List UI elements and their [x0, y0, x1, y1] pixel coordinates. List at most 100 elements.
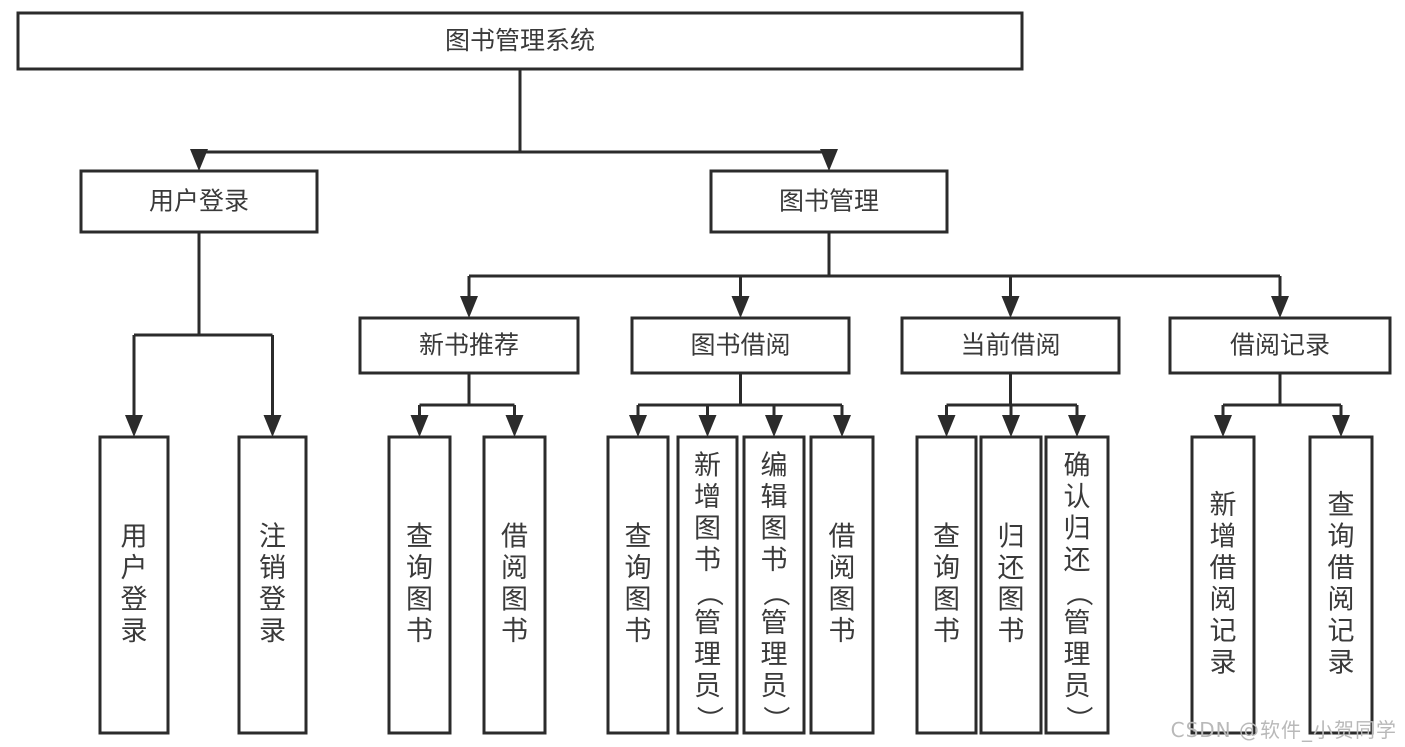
leaf-node-label-6-char: 管 — [761, 608, 788, 639]
arrow-head-icon — [1214, 415, 1232, 437]
leaf-node-9[interactable] — [979, 435, 1043, 735]
arrow-head-icon — [937, 415, 956, 437]
leaf-node-label-10-char: 确 — [1064, 451, 1091, 482]
level3-node-0[interactable] — [358, 316, 580, 375]
leaf-node-label-6-char: 图 — [761, 514, 788, 545]
leaf-node-0[interactable] — [98, 435, 170, 735]
leaf-node-label-10-char: 认 — [1064, 482, 1091, 513]
leaf-node-label-7-char: 书 — [829, 616, 856, 647]
leaf-node-label-7-char: 借 — [829, 521, 856, 552]
leaf-node-label-12-char: 阅 — [1328, 584, 1355, 615]
level2-node-0[interactable] — [79, 169, 319, 234]
leaf-node-label-0-char: 录 — [121, 616, 148, 647]
leaf-node-label-11-char: 记 — [1210, 616, 1237, 647]
arrow-head-icon — [125, 415, 143, 437]
leaf-node-label-3-char: 阅 — [501, 553, 528, 584]
leaf-node-label-12-char: 记 — [1328, 616, 1355, 647]
arrow-head-icon — [263, 415, 282, 437]
leaf-node-label-8-char: 图 — [933, 584, 960, 615]
leaf-node-label-8-char: 询 — [933, 553, 960, 584]
leaf-node-2[interactable] — [387, 435, 452, 735]
level2-node-1[interactable] — [709, 169, 949, 234]
leaf-node-11-box — [1190, 435, 1256, 735]
level3-node-1-box — [630, 316, 851, 375]
leaf-node-8[interactable] — [915, 435, 978, 735]
leaf-node-7-box — [809, 435, 875, 735]
level2-node-1-box — [709, 169, 949, 234]
arrow-head-icon — [505, 415, 524, 437]
leaf-node-label-10-char: 归 — [1064, 514, 1091, 545]
leaf-node-label-8-char: 书 — [933, 616, 960, 647]
leaf-node-label-6-char: 书 — [761, 545, 788, 576]
leaf-node-label-5-char: 理 — [694, 640, 721, 671]
leaf-node-label-12-char: 借 — [1328, 553, 1355, 584]
leaf-node-label-5-char: 新 — [694, 451, 721, 482]
leaf-node-label-3-char: 图 — [501, 584, 528, 615]
level3-node-2[interactable] — [900, 316, 1121, 375]
leaf-node-0-box — [98, 435, 170, 735]
arrow-head-icon — [1332, 415, 1350, 437]
level3-node-1[interactable] — [630, 316, 851, 375]
arrow-head-icon — [698, 415, 717, 437]
level3-node-label-2: 当前借阅 — [960, 331, 1060, 360]
leaf-node-label-9-char: 归 — [998, 521, 1025, 552]
leaf-node-label-4-char: 图 — [625, 584, 652, 615]
arrow-head-icon — [731, 296, 750, 318]
leaf-node-label-2-char: 图 — [406, 584, 433, 615]
leaf-node-label-10-char: ） — [1063, 706, 1094, 733]
arrow-head-icon — [1002, 415, 1020, 437]
leaf-node-3[interactable] — [482, 435, 547, 735]
leaf-node-label-0-char: 用 — [121, 521, 148, 552]
leaf-node-12-box — [1308, 435, 1374, 735]
leaf-node-label-11-char: 新 — [1210, 490, 1237, 521]
leaf-node-label-6-char: 辑 — [761, 482, 788, 513]
arrow-head-icon — [765, 415, 783, 437]
leaf-node-label-5-char: （ — [693, 580, 724, 607]
leaf-node-10[interactable] — [1044, 435, 1110, 735]
leaf-node-7[interactable] — [809, 435, 875, 735]
leaf-node-6[interactable] — [742, 435, 806, 735]
leaf-node-label-5-char: 书 — [694, 545, 721, 576]
leaf-node-3-box — [482, 435, 547, 735]
level2-node-label-0: 用户登录 — [149, 187, 249, 216]
leaf-node-label-5-char: 图 — [694, 514, 721, 545]
arrow-head-icon — [1271, 296, 1289, 318]
leaf-node-label-5-char: 管 — [694, 608, 721, 639]
leaf-node-label-10-char: 还 — [1064, 545, 1091, 576]
leaf-node-12[interactable] — [1308, 435, 1374, 735]
leaf-node-10-box — [1044, 435, 1110, 735]
leaf-node-label-0: 用户登录 — [121, 521, 148, 647]
leaf-node-label-1-char: 注 — [259, 521, 286, 552]
root-node — [16, 11, 1024, 71]
level3-node-label-0: 新书推荐 — [419, 331, 519, 360]
leaf-node-label-10-char: （ — [1063, 580, 1094, 607]
leaf-node-label-2-char: 书 — [406, 616, 433, 647]
leaf-node-label-12-char: 询 — [1328, 521, 1355, 552]
leaf-node-label-4-char: 查 — [625, 521, 652, 552]
leaf-node-label-0-char: 登 — [121, 584, 148, 615]
leaf-node-label-4-char: 书 — [625, 616, 652, 647]
arrow-head-icon — [410, 415, 429, 437]
level3-node-0-box — [358, 316, 580, 375]
leaf-node-5-box — [676, 435, 739, 735]
leaf-node-11[interactable] — [1190, 435, 1256, 735]
leaf-node-label-9-char: 书 — [998, 616, 1025, 647]
leaf-node-2-box — [387, 435, 452, 735]
leaf-node-5[interactable] — [676, 435, 739, 735]
leaf-node-4[interactable] — [606, 435, 670, 735]
arrow-head-icon — [820, 149, 838, 171]
leaf-node-label-8-char: 查 — [933, 521, 960, 552]
leaf-node-label-0-char: 户 — [121, 553, 148, 584]
level3-node-3[interactable] — [1168, 316, 1392, 375]
leaf-node-label-5-char: ） — [693, 706, 724, 733]
leaf-node-1[interactable] — [237, 435, 308, 735]
